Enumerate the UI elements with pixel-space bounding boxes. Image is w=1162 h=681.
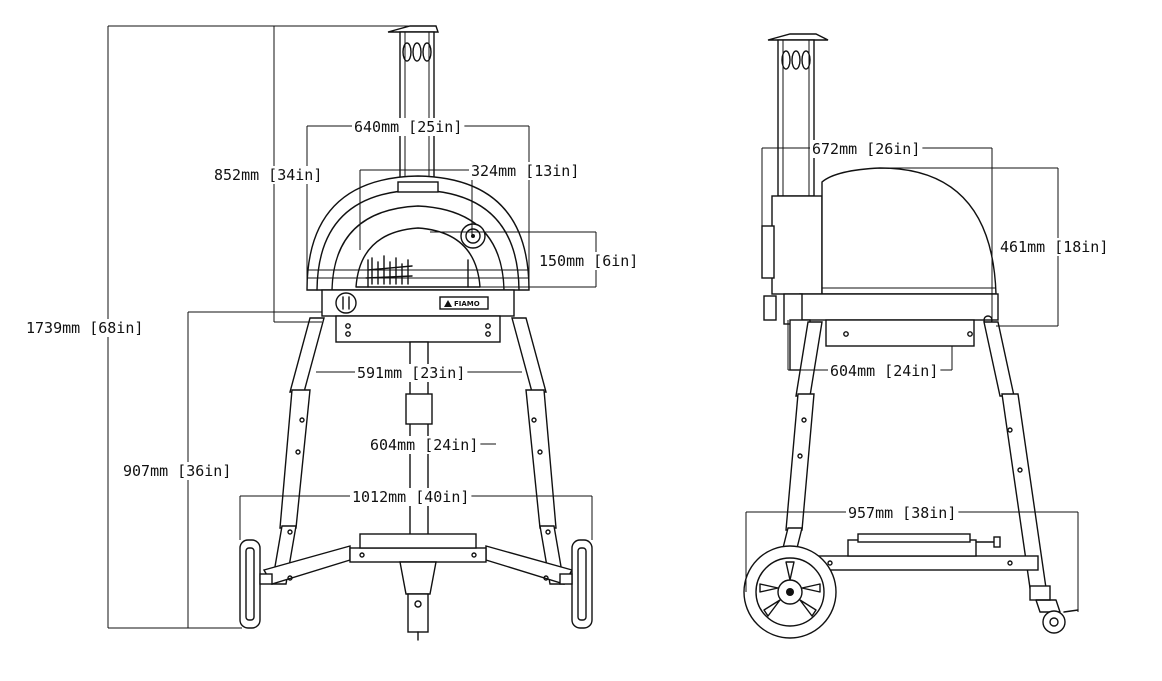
front-view: FIAMO bbox=[239, 25, 593, 641]
front-panel: FIAMO bbox=[321, 289, 515, 317]
front-stand bbox=[262, 315, 574, 641]
side-view bbox=[743, 33, 1079, 639]
firewood bbox=[365, 255, 413, 285]
dim-height-total: 1739mm [68in] bbox=[26, 319, 143, 337]
dim-depth-oven: 672mm [26in] bbox=[812, 140, 920, 158]
side-oven-body bbox=[761, 167, 999, 325]
dim-height-mouth: 150mm [6in] bbox=[539, 252, 638, 270]
front-wheel-left bbox=[239, 539, 273, 629]
label-backing bbox=[368, 436, 481, 454]
side-wheel bbox=[743, 545, 837, 639]
dim-length-base: 957mm [38in] bbox=[848, 504, 956, 522]
dim-height-dome: 461mm [18in] bbox=[1000, 238, 1108, 256]
side-dimensions: 672mm [26in] 461mm [18in] 604mm [24in] 9… bbox=[745, 140, 1111, 612]
dim-depth-stand: 604mm [24in] bbox=[830, 362, 938, 380]
front-chimney bbox=[387, 25, 439, 189]
dim-height-oven: 852mm [34in] bbox=[214, 166, 322, 184]
dim-width-oven: 640mm [25in] bbox=[354, 118, 462, 136]
brand-badge: FIAMO bbox=[439, 296, 489, 310]
label-backing bbox=[846, 504, 959, 522]
front-wheel-right bbox=[559, 539, 593, 629]
dim-width-mouth: 324mm [13in] bbox=[471, 162, 579, 180]
front-oven-body bbox=[306, 175, 530, 291]
label-backing bbox=[212, 166, 325, 184]
label-backing bbox=[121, 462, 234, 480]
label-backing bbox=[998, 238, 1111, 256]
label-backing bbox=[810, 140, 923, 158]
brand-badge-text: FIAMO bbox=[454, 300, 480, 308]
front-dimensions: 1739mm [68in] 852mm [34in] 907mm [36in] … bbox=[24, 25, 641, 629]
label-backing bbox=[350, 488, 472, 506]
dim-width-wheelbase: 1012mm [40in] bbox=[352, 488, 469, 506]
label-backing bbox=[828, 362, 941, 380]
label-backing bbox=[537, 252, 641, 270]
label-backing bbox=[352, 118, 465, 136]
side-chimney bbox=[767, 33, 829, 197]
label-backing bbox=[355, 364, 468, 382]
label-backing bbox=[469, 162, 582, 180]
thermometer-icon bbox=[460, 223, 486, 249]
side-stand bbox=[781, 319, 1047, 589]
dim-depth-base: 604mm [24in] bbox=[370, 436, 478, 454]
dim-width-stand-top: 591mm [23in] bbox=[357, 364, 465, 382]
side-caster bbox=[1029, 585, 1079, 634]
dim-height-stand: 907mm [36in] bbox=[123, 462, 231, 480]
air-vent-knob-icon bbox=[335, 292, 357, 314]
label-backing bbox=[24, 319, 146, 337]
